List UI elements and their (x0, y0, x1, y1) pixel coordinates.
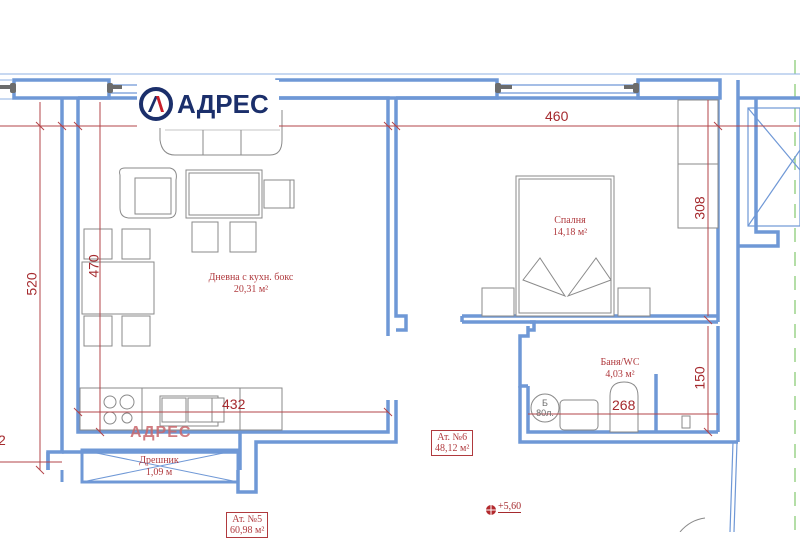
dimension-living-inner-height: 470 (85, 254, 102, 278)
watermark-text: АДРЕС (130, 424, 192, 441)
dimension-living-outer-height: 520 (23, 272, 40, 296)
brand-logo: АДРЕС (137, 80, 279, 128)
apartment-area: 48,12 м² (435, 443, 470, 454)
apartment-label: Ат. №5 (232, 514, 263, 525)
room-name: Спалня (554, 215, 586, 226)
logo-mark-icon (139, 87, 173, 121)
dimension-living-width: 432 (222, 396, 246, 412)
logo-text: АДРЕС (177, 88, 269, 119)
room-area: 1,09 м (145, 466, 173, 478)
dimension-bath-height: 150 (691, 366, 708, 390)
boiler-label: Б 80л. (534, 398, 556, 419)
elevation-marker-icon (484, 503, 498, 517)
dimension-bath-width: 268 (612, 397, 636, 413)
boiler-volume: 80л. (536, 408, 554, 419)
dimension-bedroom-width: 460 (545, 108, 569, 124)
room-name: Дрешник (139, 455, 179, 466)
apartment-area: 60,98 м² (230, 525, 265, 536)
room-name: Баня/WC (600, 357, 640, 368)
apartment-tag-5: Ат. №5 60,98 м² (226, 512, 269, 538)
apartment-tag-6: Ат. №6 48,12 м² (431, 430, 474, 456)
elevation-label: +5,60 (498, 501, 522, 513)
room-name: Дневна с кухн. бокс (208, 272, 294, 283)
room-area: 14,18 м² (552, 226, 588, 238)
room-area: 4,03 м² (605, 368, 635, 380)
dimension-partial-left: 2 (0, 432, 6, 448)
room-label-bedroom: Спалня 14,18 м² (540, 215, 600, 238)
room-label-closet: Дрешник 1,09 м (122, 455, 196, 478)
dimension-wardrobe-depth: 308 (691, 196, 708, 220)
boiler-letter: Б (542, 398, 548, 408)
room-label-bathroom: Баня/WC 4,03 м² (590, 357, 650, 380)
apartment-label: Ат. №6 (437, 432, 468, 443)
room-area: 20,31 м² (233, 283, 269, 295)
room-label-living: Дневна с кухн. бокс 20,31 м² (196, 272, 306, 295)
